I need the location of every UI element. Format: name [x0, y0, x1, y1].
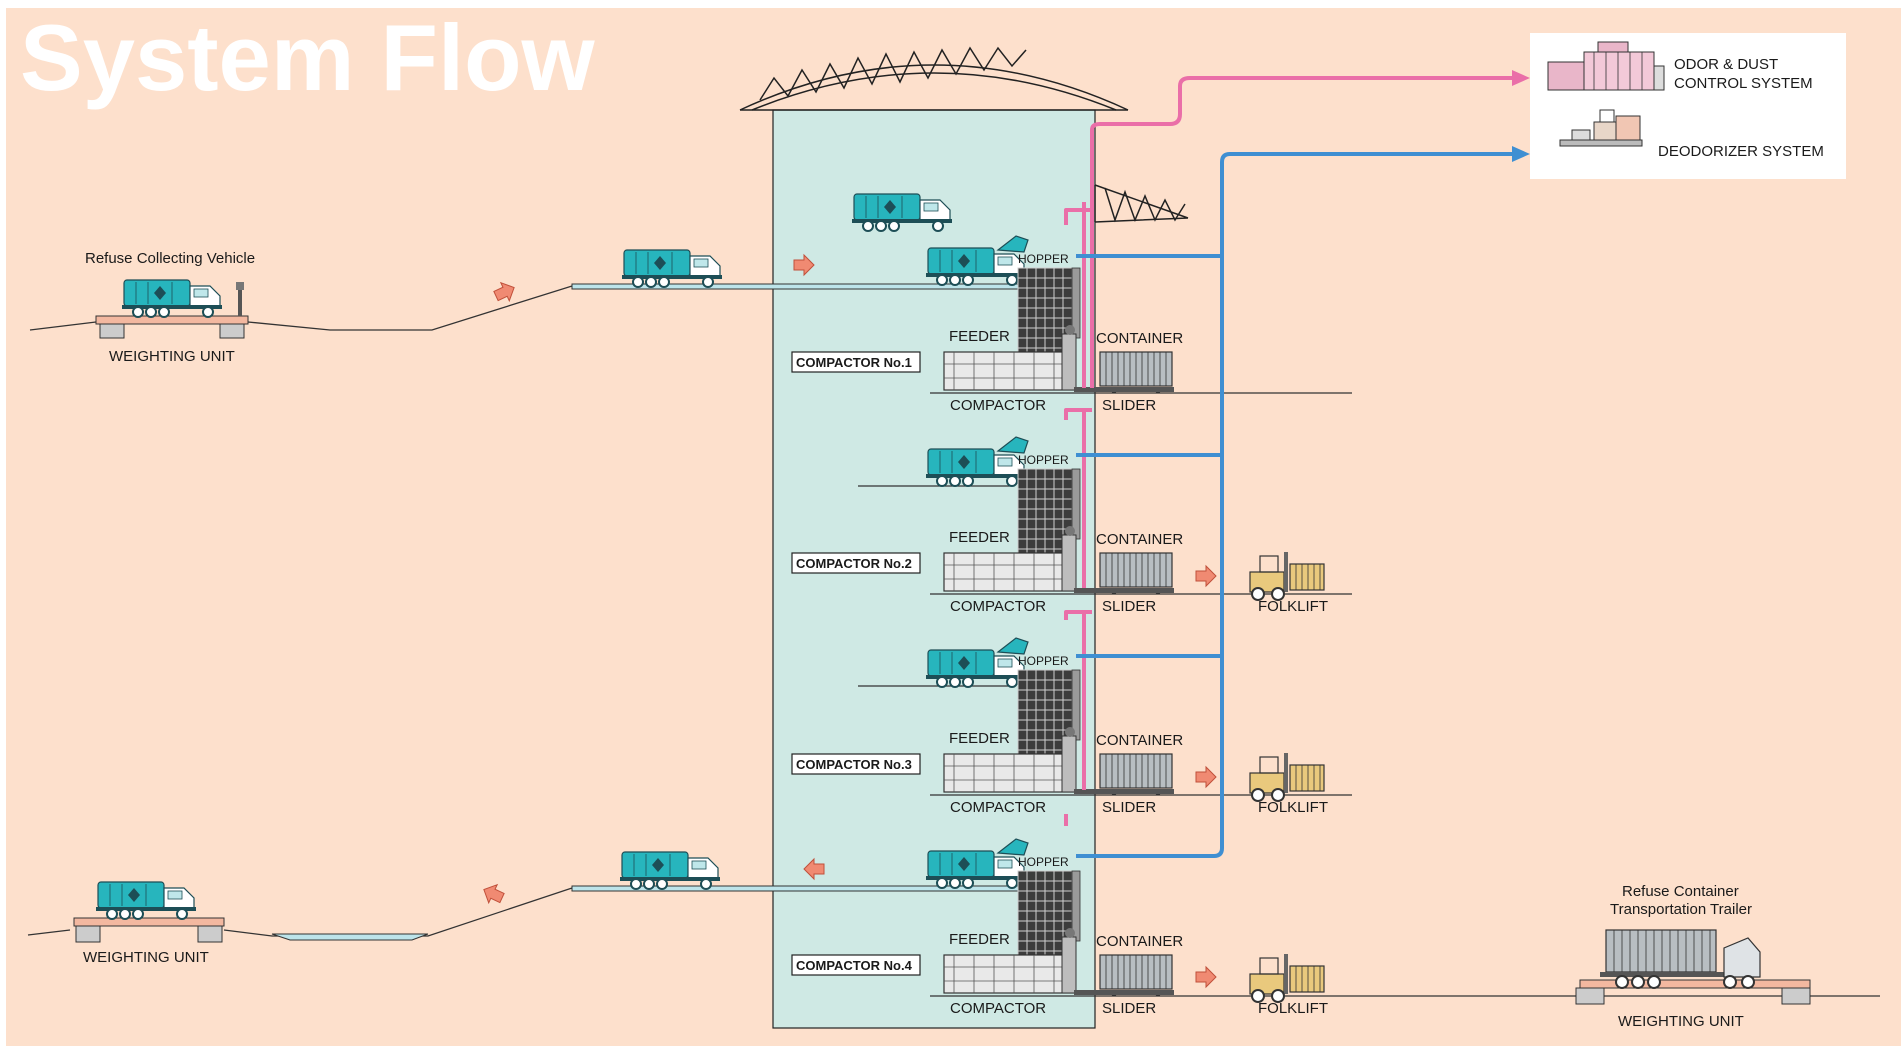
- weighing-unit-trailer-label: WEIGHTING UNIT: [1618, 1013, 1744, 1030]
- slider-label-1: SLIDER: [1102, 397, 1156, 414]
- compactor-tag-4: [791, 954, 921, 976]
- compactor-label-1: COMPACTOR: [950, 397, 1046, 414]
- compactor-label-3: COMPACTOR: [950, 799, 1046, 816]
- roof-truss: [739, 46, 1129, 111]
- hopper-label-4: HOPPER: [1018, 855, 1069, 869]
- trailer-label-line2: Transportation Trailer: [1610, 901, 1752, 918]
- wash-pit: [271, 933, 429, 941]
- odor-system-label-line1: ODOR & DUST: [1674, 56, 1778, 73]
- hopper-label-2: HOPPER: [1018, 453, 1069, 467]
- slider-label-3: SLIDER: [1102, 799, 1156, 816]
- compactor-tag-1-text: COMPACTOR No.1: [796, 355, 912, 370]
- compactor-tag-1: [791, 351, 921, 373]
- floor-3-labels: COMPACTOR No.3 HOPPER FEEDER CONTAINER C…: [791, 654, 1328, 816]
- slider-label-2: SLIDER: [1102, 598, 1156, 615]
- weighing-unit-outlet: [73, 917, 225, 943]
- forklift-label-2: FOLKLIFT: [1258, 598, 1328, 615]
- feeder-label-1: FEEDER: [949, 328, 1010, 345]
- container-label-4: CONTAINER: [1096, 933, 1183, 950]
- systems-panel: [1530, 33, 1846, 179]
- deodorizer-duct-blue: [1076, 152, 1512, 858]
- hopper-label-3: HOPPER: [1018, 654, 1069, 668]
- floor-2-labels: COMPACTOR No.2 HOPPER FEEDER CONTAINER C…: [791, 453, 1328, 615]
- sliders: [1074, 387, 1174, 995]
- weighing-unit-inlet: [95, 282, 249, 339]
- floor-1-labels: COMPACTOR No.1 HOPPER FEEDER CONTAINER C…: [791, 252, 1183, 414]
- deodorizer-system-label: DEODORIZER SYSTEM: [1658, 143, 1824, 160]
- feeder-label-2: FEEDER: [949, 529, 1010, 546]
- compactor-tag-2-text: COMPACTOR No.2: [796, 556, 912, 571]
- container-trailer: [1600, 929, 1761, 989]
- container-label-3: CONTAINER: [1096, 732, 1183, 749]
- container-label-2: CONTAINER: [1096, 531, 1183, 548]
- forklift-label-3: FOLKLIFT: [1258, 799, 1328, 816]
- odor-duct-pink: [1064, 76, 1512, 826]
- feeder-label-3: FEEDER: [949, 730, 1010, 747]
- compactor-tag-3-text: COMPACTOR No.3: [796, 757, 912, 772]
- deodorizer-unit-icon: [1559, 109, 1643, 147]
- feeder-label-4: FEEDER: [949, 931, 1010, 948]
- compactor-label-2: COMPACTOR: [950, 598, 1046, 615]
- compactor-label-4: COMPACTOR: [950, 1000, 1046, 1017]
- odor-system-label-line2: CONTROL SYSTEM: [1674, 75, 1813, 92]
- odor-dust-unit-icon: [1547, 41, 1665, 91]
- floor-4-labels: COMPACTOR No.4 HOPPER FEEDER CONTAINER C…: [791, 855, 1328, 1017]
- container-label-1: CONTAINER: [1096, 330, 1183, 347]
- trailer-label-line1: Refuse Container: [1622, 883, 1739, 900]
- refuse-vehicle-label: Refuse Collecting Vehicle: [85, 250, 255, 267]
- weighing-unit-outlet-label: WEIGHTING UNIT: [83, 949, 209, 966]
- weighing-unit-inlet-label: WEIGHTING UNIT: [109, 348, 235, 365]
- slider-label-4: SLIDER: [1102, 1000, 1156, 1017]
- forklift-label-4: FOLKLIFT: [1258, 1000, 1328, 1017]
- compactor-tag-2: [791, 552, 921, 574]
- page-title: System Flow: [20, 5, 595, 110]
- hopper-label-1: HOPPER: [1018, 252, 1069, 266]
- compactor-tag-3: [791, 753, 921, 775]
- odor-duct-arrowhead: [1512, 70, 1530, 86]
- compactor-tag-4-text: COMPACTOR No.4: [796, 958, 913, 973]
- crane-truss: [1094, 184, 1189, 223]
- deodorizer-duct-arrowhead: [1512, 146, 1530, 162]
- weighing-unit-trailer: [1575, 979, 1811, 1005]
